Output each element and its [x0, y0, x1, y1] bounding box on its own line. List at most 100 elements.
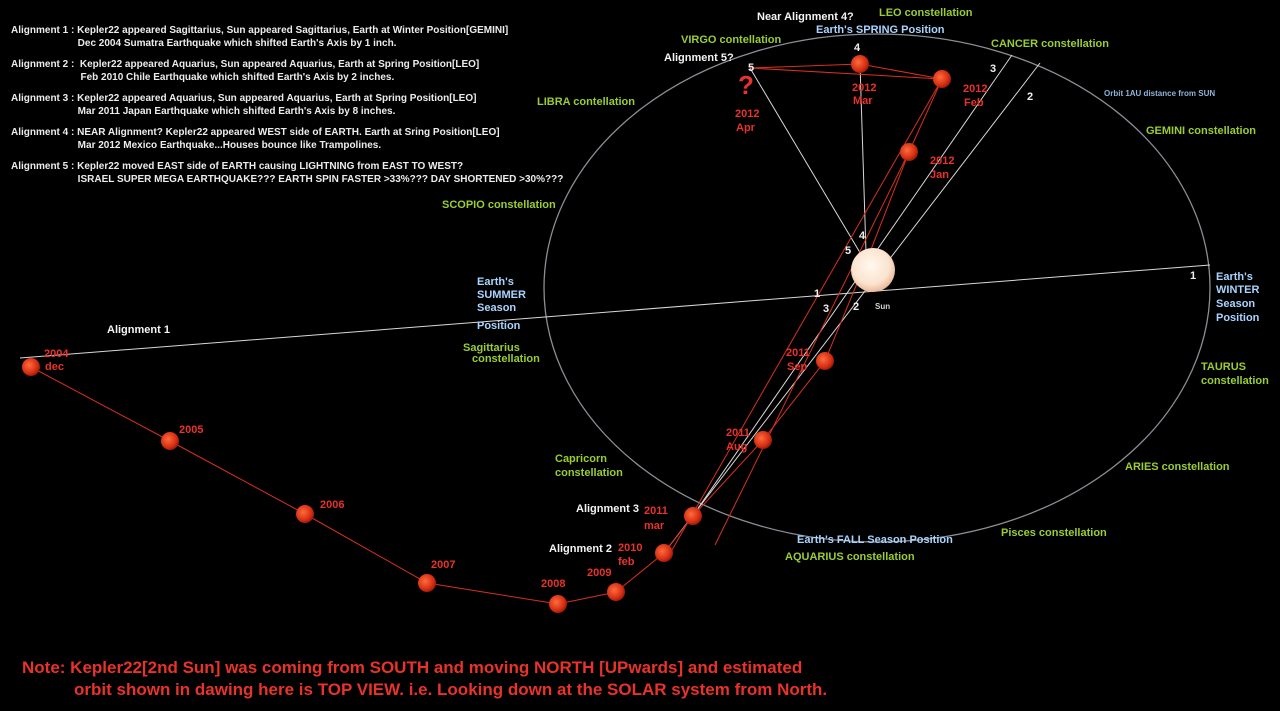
orbit-distance-label: Orbit 1AU distance from SUN: [1104, 89, 1215, 98]
alignment-line-5: [749, 67, 863, 257]
kepler22-position-dot: [655, 544, 673, 562]
kepler22-position-dot: [816, 352, 834, 370]
alignment-4-label: Near Alignment 4?: [757, 11, 854, 23]
note-line: Feb 2010 Chile Earthquake which shifted …: [11, 71, 395, 83]
constellation-sagittarius-suffix: constellation: [472, 353, 540, 365]
kepler-label-month-2011-sep: Sep: [787, 361, 807, 373]
kepler-label-month-2012-feb: Feb: [964, 97, 984, 109]
constellation-taurus: TAURUS: [1201, 361, 1246, 373]
kepler-label-year-2011-mar: 2011: [644, 505, 668, 517]
earth-number-2-orbit: 2: [1027, 91, 1033, 103]
kepler-label-year-2011-aug: 2011: [726, 427, 750, 439]
constellation-leo: LEO constellation: [879, 7, 973, 19]
kepler22-position-dot: [161, 432, 179, 450]
earth-number-5-sun: 5: [845, 245, 851, 257]
alignment-note-5: Alignment 5 : Kepler22 moved EAST side o…: [11, 161, 563, 186]
question-mark: ?: [738, 70, 754, 100]
kepler-label-year-2011-sep: 2011: [786, 347, 810, 359]
kepler22-position-dot: [900, 143, 918, 161]
alignment-note-2: Alignment 2 : Kepler22 appeared Aquarius…: [11, 59, 551, 84]
kepler-label-year-2009: 2009: [587, 567, 611, 579]
alignment-1-label: Alignment 1: [107, 324, 170, 336]
season-summer-line3: Season: [477, 302, 516, 314]
footnote: Note: Kepler22[2nd Sun] was coming from …: [22, 657, 827, 701]
kepler-label-year-2005: 2005: [179, 424, 203, 436]
kepler-label-month-2004: dec: [45, 361, 64, 373]
earth-number-3-orbit: 3: [990, 63, 996, 75]
kepler-label-year-2012-feb: 2012: [963, 83, 987, 95]
earth-number-4-sun: 4: [859, 230, 866, 242]
kepler-label-year-2012-jan: 2012: [930, 155, 954, 167]
alignment-notes: Alignment 1 : Kepler22 appeared Sagittar…: [11, 25, 563, 195]
kepler22-position-dot: [607, 583, 625, 601]
kepler-label-year-2007: 2007: [431, 559, 455, 571]
season-winter-line3: Season: [1216, 298, 1255, 310]
note-line: Alignment 2 : Kepler22 appeared Aquarius…: [11, 59, 480, 70]
alignment-note-1: Alignment 1 : Kepler22 appeared Sagittar…: [11, 25, 551, 50]
earth-number-1-orbit: 1: [1190, 270, 1196, 282]
kepler-label-month-2012-apr: Apr: [736, 122, 756, 134]
alignment-line-1: [19, 264, 1211, 359]
constellation-pisces: Pisces constellation: [1001, 527, 1107, 539]
kepler-label-year-2012-mar: 2012: [852, 82, 876, 94]
kepler22-position-dot: [851, 55, 869, 73]
note-line: Alignment 3 : Kepler22 appeared Aquarius…: [11, 93, 477, 104]
kepler22-position-dot: [22, 358, 40, 376]
sun-label: Sun: [875, 302, 890, 311]
earth-number-5-orbit: 5: [748, 62, 754, 74]
kepler22-position-dot: [549, 595, 567, 613]
kepler22-position-dot: [684, 507, 702, 525]
kepler-label-year-2006: 2006: [320, 499, 344, 511]
kepler-projection-line-a: [667, 78, 943, 558]
note-line: Alignment 1 : Kepler22 appeared Sagittar…: [11, 25, 509, 36]
note-line: Dec 2004 Sumatra Earthquake which shifte…: [11, 37, 397, 49]
alignment-line-4: [859, 63, 867, 253]
kepler-projection-line-c: [749, 67, 943, 80]
kepler-label-year-2004: 2004: [44, 348, 69, 360]
kepler-label-year-2012-apr: 2012: [735, 108, 759, 120]
kepler22-position-dot: [418, 574, 436, 592]
note-line: Mar 2012 Mexico Earthquake...Houses boun…: [11, 139, 382, 151]
constellation-gemini: GEMINI constellation: [1146, 125, 1256, 137]
season-winter-line1: Earth's: [1216, 271, 1253, 283]
kepler-projection-line-b: [714, 159, 906, 546]
kepler-label-month-2010: feb: [618, 556, 635, 568]
constellation-capricorn: Capricorn: [555, 453, 607, 465]
constellation-taurus-suffix: constellation: [1201, 375, 1269, 387]
alignment-note-3: Alignment 3 : Kepler22 appeared Aquarius…: [11, 93, 551, 118]
constellation-aries: ARIES constellation: [1125, 461, 1230, 473]
earth-number-3-sun: 3: [823, 303, 829, 315]
constellation-libra: LIBRA contellation: [537, 96, 635, 108]
earth-orbit: [543, 33, 1211, 543]
season-summer-line4: Position: [477, 320, 521, 332]
alignment-line-2: [663, 62, 1041, 554]
earth-number-4-orbit: 4: [854, 42, 861, 54]
season-spring: Earth's SPRING Position: [816, 24, 945, 36]
footnote-line-2: orbit shown in dawing here is TOP VIEW. …: [74, 680, 828, 699]
alignment-line-3: [691, 54, 1013, 518]
kepler-label-year-2010: 2010: [618, 542, 642, 554]
footnote-line-1: Note: Kepler22[2nd Sun] was coming from …: [22, 658, 803, 677]
kepler-label-month-2011-aug: Aug: [726, 441, 747, 453]
constellation-sagittarius: Sagittarius: [463, 342, 520, 354]
earth-number-1-sun: 1: [814, 288, 820, 300]
kepler-label-month-2011-mar: mar: [644, 520, 665, 532]
alignment-2-label: Alignment 2: [549, 543, 612, 555]
season-winter-line2: WINTER: [1216, 284, 1259, 296]
sun: [851, 248, 895, 292]
kepler-label-month-2012-mar: Mar: [853, 95, 873, 107]
earth-number-2-sun: 2: [853, 301, 859, 313]
alignment-note-4: Alignment 4 : NEAR Alignment? Kepler22 a…: [11, 127, 551, 152]
kepler-label-year-2008: 2008: [541, 578, 565, 590]
kepler22-position-dot: [296, 505, 314, 523]
constellation-cancer: CANCER constellation: [991, 38, 1109, 50]
note-line: Mar 2011 Japan Earthquake which shifted …: [11, 105, 396, 117]
season-fall: Earth's FALL Season Position: [797, 534, 953, 546]
season-summer-line2: SUMMER: [477, 289, 526, 301]
season-summer-line1: Earth's: [477, 276, 514, 288]
alignment-5-label: Alignment 5?: [664, 52, 734, 64]
constellation-scopio: SCOPIO constellation: [442, 199, 556, 211]
constellation-aquarius: AQUARIUS constellation: [785, 551, 915, 563]
constellation-capricorn-suffix: constellation: [555, 467, 623, 479]
